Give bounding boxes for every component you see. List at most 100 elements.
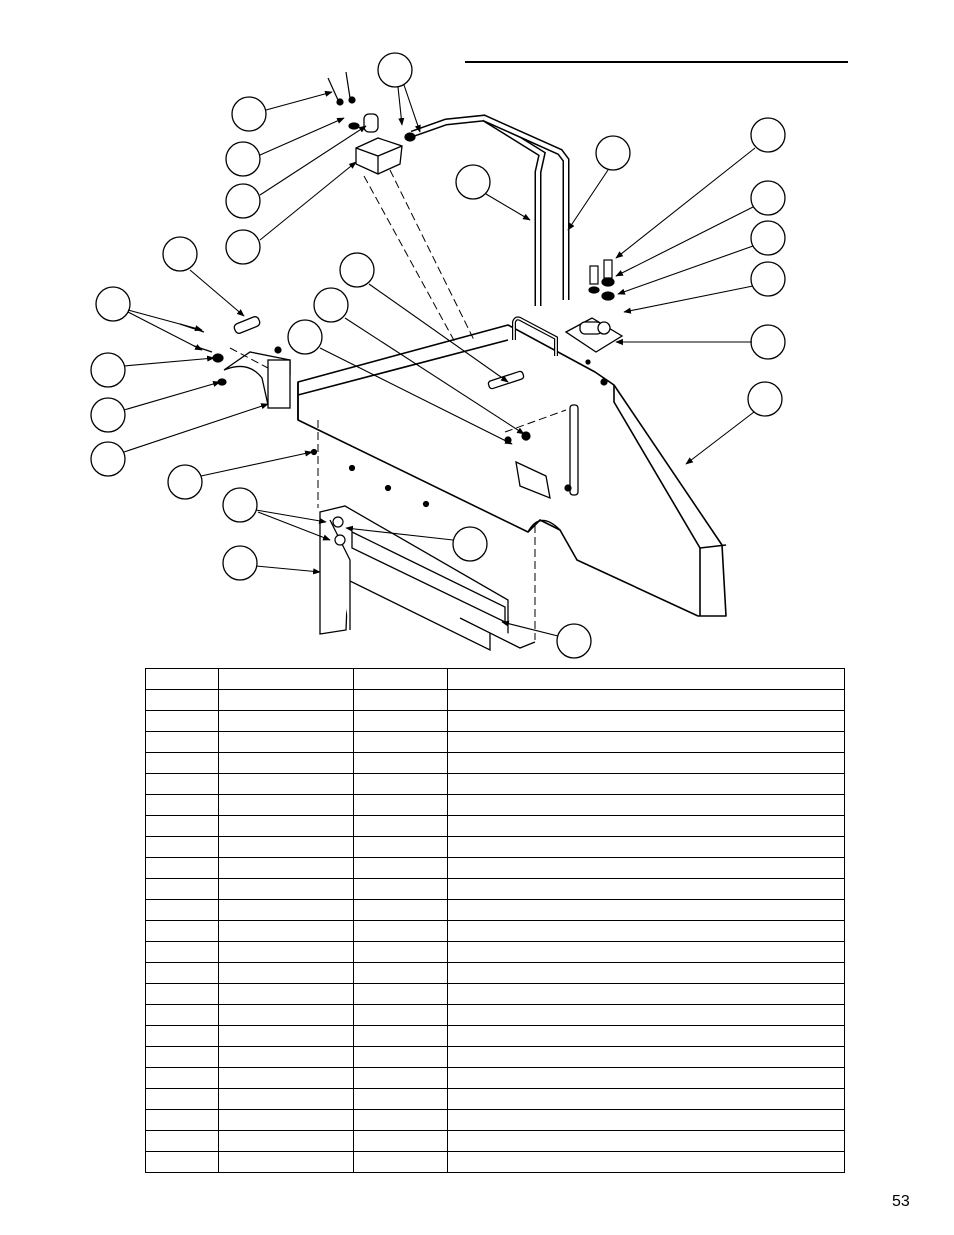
- table-cell: [447, 878, 845, 900]
- table-cell: [447, 1025, 845, 1047]
- table-row: [145, 773, 845, 795]
- callout-bubble: [377, 52, 413, 88]
- table-cell: [218, 815, 354, 837]
- table-row: [145, 1025, 845, 1047]
- table-cell: [145, 1109, 219, 1131]
- callout-bubble: [287, 319, 323, 355]
- table-cell: [218, 857, 354, 879]
- table-cell: [353, 794, 448, 816]
- callout-bubble: [556, 623, 592, 659]
- guard-body: [297, 324, 727, 617]
- table-cell: [353, 983, 448, 1005]
- table-cell: [218, 668, 354, 690]
- table-cell: [145, 710, 219, 732]
- table-cell: [353, 752, 448, 774]
- table-cell: [447, 1004, 845, 1026]
- callouts: [90, 52, 786, 659]
- callout-bubble: [747, 381, 783, 417]
- table-cell: [218, 983, 354, 1005]
- table-row: [145, 710, 845, 732]
- callout-bubble: [225, 183, 261, 219]
- table-cell: [218, 1004, 354, 1026]
- table-cell: [353, 920, 448, 942]
- table-cell: [353, 899, 448, 921]
- table-cell: [447, 1088, 845, 1110]
- table-cell: [353, 1088, 448, 1110]
- table-cell: [353, 1109, 448, 1131]
- table-cell: [447, 983, 845, 1005]
- table-cell: [447, 689, 845, 711]
- table-cell: [353, 1067, 448, 1089]
- valve-block: [355, 113, 403, 175]
- title-rule: [465, 61, 848, 63]
- callout-bubble: [95, 286, 131, 322]
- table-cell: [145, 962, 219, 984]
- table-cell: [218, 836, 354, 858]
- table-cell: [218, 710, 354, 732]
- table-row: [145, 668, 845, 690]
- table-cell: [145, 668, 219, 690]
- table-cell: [447, 752, 845, 774]
- callout-bubble: [225, 141, 261, 177]
- table-cell: [218, 689, 354, 711]
- table-cell: [447, 773, 845, 795]
- table-row: [145, 689, 845, 711]
- table-cell: [145, 1067, 219, 1089]
- table-row: [145, 752, 845, 774]
- table-cell: [145, 815, 219, 837]
- callout-bubble: [90, 397, 126, 433]
- page-number: 53: [892, 1193, 910, 1210]
- leader-lines: [123, 84, 756, 637]
- callout-bubble: [750, 324, 786, 360]
- table-cell: [218, 1130, 354, 1152]
- callout-bubble: [313, 287, 349, 323]
- table-cell: [447, 1130, 845, 1152]
- table-cell: [447, 794, 845, 816]
- pipe-assembly: [410, 114, 570, 306]
- table-cell: [218, 1151, 354, 1173]
- table-row: [145, 857, 845, 879]
- table-cell: [145, 857, 219, 879]
- table-cell: [145, 878, 219, 900]
- table-row: [145, 899, 845, 921]
- table-cell: [218, 920, 354, 942]
- table-cell: [218, 794, 354, 816]
- table-row: [145, 1109, 845, 1131]
- table-cell: [218, 1025, 354, 1047]
- table-cell: [145, 836, 219, 858]
- table-cell: [145, 983, 219, 1005]
- table-cell: [145, 1130, 219, 1152]
- callout-bubble: [750, 261, 786, 297]
- table-cell: [145, 1046, 219, 1068]
- table-row: [145, 1004, 845, 1026]
- table-cell: [353, 836, 448, 858]
- table-cell: [353, 710, 448, 732]
- callout-bubble: [595, 135, 631, 171]
- table-row: [145, 941, 845, 963]
- table-row: [145, 1130, 845, 1152]
- table-cell: [145, 794, 219, 816]
- callout-bubble: [222, 487, 258, 523]
- table-cell: [218, 731, 354, 753]
- table-row: [145, 731, 845, 753]
- table-cell: [218, 899, 354, 921]
- table-cell: [353, 1151, 448, 1173]
- table-cell: [447, 815, 845, 837]
- table-cell: [145, 1025, 219, 1047]
- table-cell: [353, 857, 448, 879]
- table-cell: [145, 752, 219, 774]
- table-cell: [447, 857, 845, 879]
- table-cell: [447, 941, 845, 963]
- table-cell: [218, 878, 354, 900]
- table-cell: [218, 1067, 354, 1089]
- callout-bubble: [455, 164, 491, 200]
- table-row: [145, 1088, 845, 1110]
- callout-bubble: [225, 229, 261, 265]
- callout-bubble: [231, 96, 267, 132]
- table-row: [145, 836, 845, 858]
- table-cell: [353, 1025, 448, 1047]
- table-row: [145, 920, 845, 942]
- table-cell: [447, 1109, 845, 1131]
- table-cell: [353, 815, 448, 837]
- table-cell: [447, 836, 845, 858]
